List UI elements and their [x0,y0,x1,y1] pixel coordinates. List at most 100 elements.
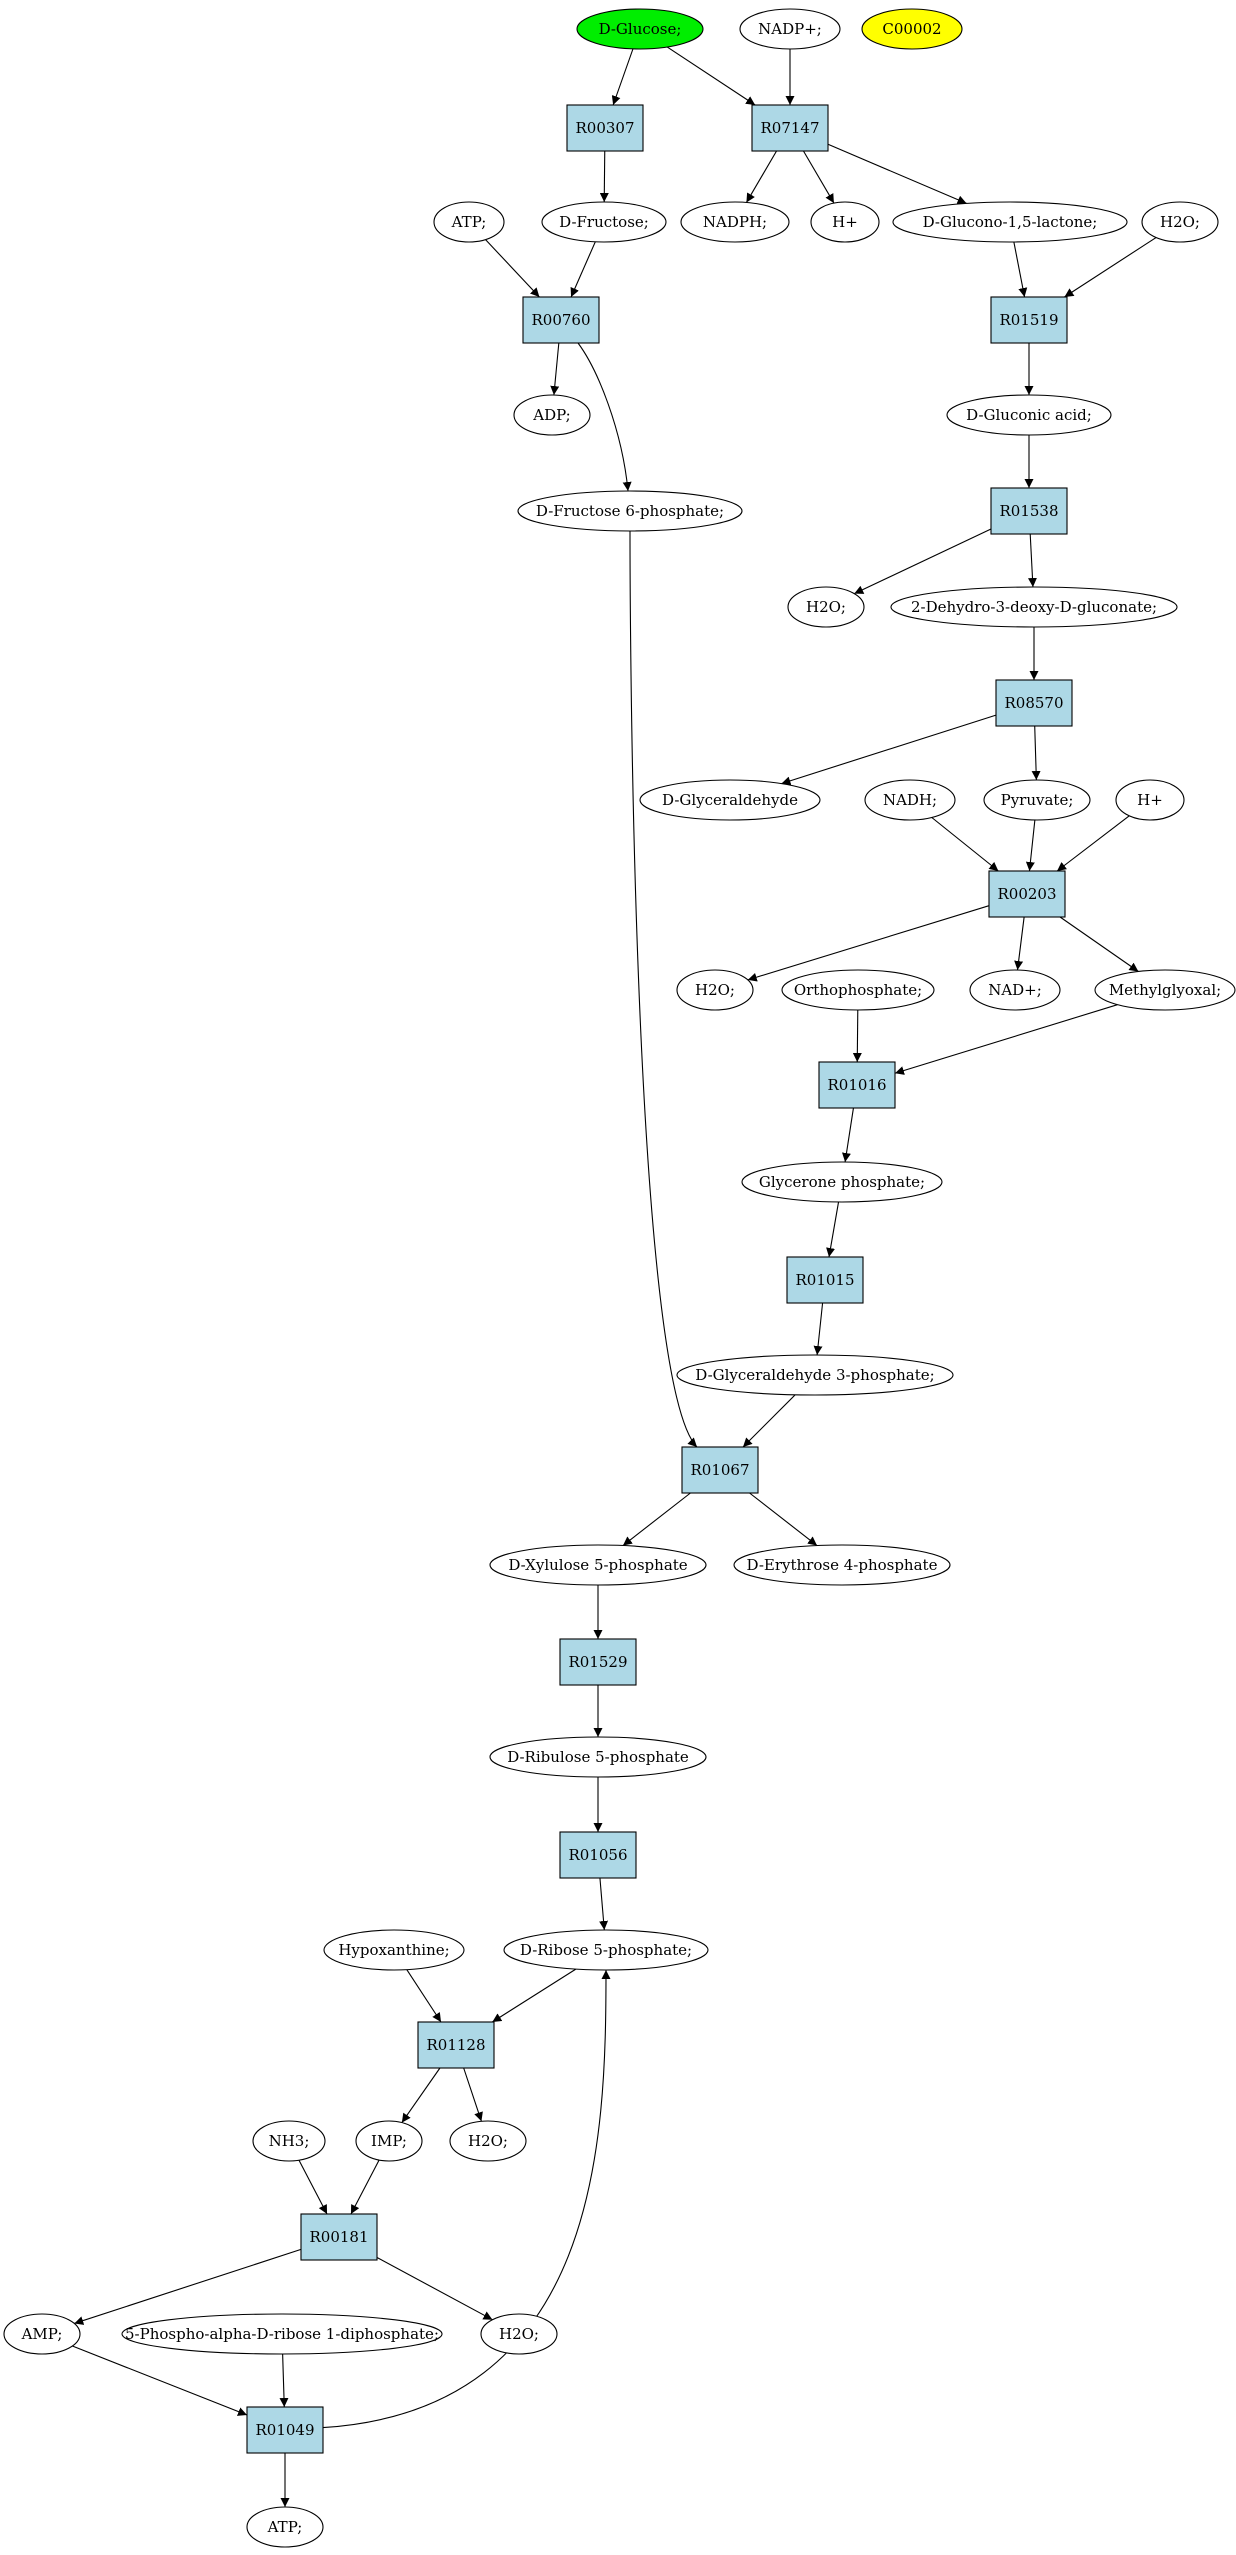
node-label: H+ [832,213,858,231]
node-label: R01529 [568,1653,627,1671]
node-label: R00181 [309,2228,368,2246]
edge-c-glycerone-to-r-R01015 [826,1201,840,1258]
compound-node-c-nadp: NADP+; [739,8,841,50]
node-label: D-Glucose; [599,20,682,38]
node-label: D-Gluconic acid; [966,406,1092,424]
node-label: H2O; [806,598,846,616]
edge-c-fructose-to-r-R00760 [570,241,596,298]
node-label: D-Xylulose 5-phosphate [508,1556,687,1574]
compound-node-c-methylglyoxal: Methylglyoxal; [1094,969,1236,1011]
node-label: H2O; [1160,213,1200,231]
edge-r-R01538-to-c-h2o2 [854,528,992,595]
compound-ellipse [355,2120,423,2162]
compound-ellipse [1141,201,1219,243]
compound-ellipse [121,2313,443,2355]
compound-node-c-dehydro: 2-Dehydro-3-deoxy-D-gluconate; [890,586,1178,628]
node-label: H2O; [499,2325,539,2343]
compound-ellipse [513,394,591,436]
node-label: D-Glucono-1,5-lactone; [923,213,1098,231]
reaction-box [566,104,644,152]
reaction-box [988,870,1066,918]
reaction-box [818,1061,896,1109]
node-label: R01538 [999,502,1058,520]
edge-c-hplus2-to-r-R00203 [1056,815,1130,872]
compound-ellipse [541,201,667,243]
edge-r-R00181-to-c-amp [74,2248,302,2325]
node-label: R00203 [997,885,1056,903]
compound-ellipse [983,779,1091,821]
reaction-node-r-r00203: R00203 [988,870,1066,918]
compound-ellipse [781,969,935,1011]
reaction-node-r-r01128: R01128 [417,2021,495,2069]
compound-ellipse [864,779,956,821]
node-label: Hypoxanthine; [338,1941,449,1959]
compound-node-c-hplus2: H+ [1115,779,1185,821]
edge-c-orthophos-to-r-R01016 [852,1009,862,1063]
compound-node-c-gluconic: D-Gluconic acid; [946,394,1112,436]
compound-node-c-h2o1: H2O; [1141,201,1219,243]
compound-ellipse [449,2120,527,2162]
compound-ellipse [787,586,865,628]
edge-r-R01128-to-c-imp [401,2067,441,2123]
compound-ellipse [517,490,743,532]
reaction-box [559,1831,637,1879]
compound-node-c-h2o2: H2O; [787,586,865,628]
edge-r-R01538-to-c-dehydro [1027,533,1037,588]
edge-r-R08570-to-c-pyruvate [1031,725,1041,781]
compound-ellipse [676,969,754,1011]
edge-c-g3p-to-r-R01067 [742,1394,796,1448]
edge-c-gluconolact-to-r-R01519 [1013,241,1028,298]
node-label: R07147 [760,119,819,137]
compound-node-c-prpp: 5-Phospho-alpha-D-ribose 1-diphosphate; [121,2313,443,2355]
compound-node-c-xylulose: D-Xylulose 5-phosphate [489,1544,707,1586]
edge-r-R08570-to-c-glyceraldehyde [781,714,997,786]
edge-c-glucose-to-r-R07147 [667,46,756,106]
reaction-node-r-r01015: R01015 [786,1256,864,1304]
reaction-node-r-r07147: R07147 [751,104,829,152]
node-label: NADPH; [703,213,767,231]
node-label: R01067 [690,1461,749,1479]
compound-ellipse [3,2313,81,2355]
reaction-box [417,2021,495,2069]
compound-ellipse [639,779,821,821]
edge-c-imp-to-r-R00181 [350,2159,380,2215]
reaction-node-r-r08570: R08570 [995,679,1073,727]
compound-node-c-hplus1: H+ [810,201,880,243]
compound-ellipse [946,394,1112,436]
edge-c-pyruvate-to-r-R00203 [1025,819,1036,872]
compound-ellipse [576,8,704,50]
edge-c-prpp-to-r-R01049 [279,2353,289,2408]
node-label: Methylglyoxal; [1109,981,1221,999]
node-label: D-Fructose; [559,213,649,231]
compound-ellipse [1094,969,1236,1011]
node-label: ADP; [532,406,570,424]
compound-node-c-pyruvate: Pyruvate; [983,779,1091,821]
compound-node-c-gluconolact: D-Glucono-1,5-lactone; [892,201,1128,243]
compound-node-c-h2o4: H2O; [449,2120,527,2162]
edge-c-methylglyoxal-to-r-R01016 [894,1004,1118,1075]
compound-ellipse [680,201,790,243]
reaction-box [990,296,1068,344]
node-label: ATP; [267,2518,303,2536]
node-label: 5-Phospho-alpha-D-ribose 1-diphosphate; [125,2325,439,2343]
compound-ellipse [969,969,1061,1011]
node-label: NH3; [269,2132,310,2150]
compound-node-c-erythrose: D-Erythrose 4-phosphate [733,1544,951,1586]
compound-node-c-g3p: D-Glyceraldehyde 3-phosphate; [676,1354,954,1396]
node-label: H+ [1137,791,1163,809]
compound-node-c-f6p: D-Fructose 6-phosphate; [517,490,743,532]
reaction-node-r-r00307: R00307 [566,104,644,152]
compound-node-c-h2o3: H2O; [676,969,754,1011]
reaction-node-r-r01049: R01049 [246,2406,324,2454]
edge-r-R00203-to-c-nad [1014,916,1025,971]
compound-node-c-atp1: ATP; [433,201,505,243]
edge-r-R00203-to-c-methylglyoxal [1059,916,1139,972]
node-label: R01015 [795,1271,854,1289]
edge-c-h2o1-to-r-R01519 [1064,237,1157,298]
compound-ellipse [489,1736,707,1778]
reaction-box [995,679,1073,727]
node-label: D-Erythrose 4-phosphate [747,1556,938,1574]
reaction-box [751,104,829,152]
compound-node-c-atp2: ATP; [246,2506,324,2548]
node-label: AMP; [21,2325,63,2343]
